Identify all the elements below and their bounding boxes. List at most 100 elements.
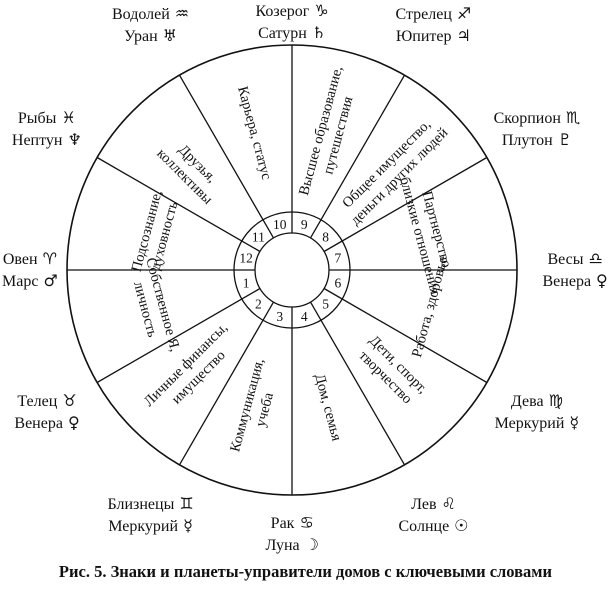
zodiac-sign-name: Овен <box>2 251 38 268</box>
zodiac-sign: Водолей♒ <box>112 3 189 25</box>
sign-planet-label: Рыбы♓Нептун♆ <box>12 107 82 151</box>
sign-planet-label: Скорпион♏Плутон♇ <box>494 107 581 151</box>
zodiac-sign-name: Стрелец <box>395 5 452 23</box>
ruling-planet: Луна☽ <box>266 534 319 556</box>
house-number: 8 <box>322 229 329 244</box>
zodiac-sign-name: Телец <box>17 392 58 410</box>
house-keyword: Дом, семья <box>311 372 344 443</box>
house-cusp-line <box>178 74 275 239</box>
house-keyword: Карьера, статус <box>234 85 274 182</box>
ruling-planet-name: Марс <box>2 273 39 290</box>
sign-planet-label: Телец♉Венера♀ <box>14 390 79 434</box>
ruling-planet: Венера♀ <box>14 412 79 434</box>
house-number: 2 <box>255 297 262 312</box>
zodiac-sign-name: Скорпион <box>493 109 561 127</box>
ruling-planet: Венера♀ <box>543 270 608 292</box>
house-cusp-line <box>309 301 406 466</box>
zodiac-sign-name: Дева <box>510 392 544 410</box>
ruling-planet-name: Венера <box>542 273 592 290</box>
zodiac-sign-glyph-icon: ♍ <box>548 390 563 410</box>
zodiac-sign: Телец♉ <box>14 390 79 412</box>
zodiac-sign-glyph-icon: ♓ <box>61 107 76 127</box>
house-number: 9 <box>301 217 308 232</box>
house-keyword-group: Дом, семья <box>311 372 344 443</box>
zodiac-sign-name: Козерог <box>255 3 310 20</box>
zodiac-sign: Козерог♑ <box>256 0 329 22</box>
zodiac-sign-name: Рак <box>270 515 295 532</box>
zodiac-sign: Близнецы♊ <box>108 493 194 515</box>
zodiac-sign: Рак♋ <box>266 512 319 534</box>
planet-glyph-icon: ♄ <box>311 23 327 42</box>
zodiac-sign: Скорпион♏ <box>494 107 581 129</box>
house-cusp-line <box>178 301 275 466</box>
ruling-planet: Солнце☉ <box>399 515 469 537</box>
zodiac-sign-glyph-icon: ♎ <box>588 249 603 268</box>
ruling-planet: Сатурн♄ <box>256 22 329 44</box>
house-number: 5 <box>322 297 329 312</box>
sign-planet-label: Овен♈Марс♂ <box>2 248 58 292</box>
sign-planet-label: Дева♍ Меркурий☿ <box>495 390 580 434</box>
zodiac-sign-glyph-icon: ♉ <box>62 390 77 410</box>
sign-planet-label: Близнецы♊Меркурий☿ <box>108 493 194 537</box>
planet-glyph-icon: ♇ <box>557 129 573 149</box>
zodiac-sign-glyph-icon: ♑ <box>314 1 329 20</box>
planet-glyph-icon: ♂ <box>43 271 58 290</box>
zodiac-sign-name: Весы <box>547 251 584 268</box>
zodiac-sign: Дева♍ <box>495 390 580 412</box>
zodiac-sign: Лев♌ <box>399 493 469 515</box>
planet-glyph-icon: ☿ <box>569 412 580 432</box>
ruling-planet-name: Нептун <box>11 131 63 149</box>
house-number: 11 <box>252 229 265 244</box>
zodiac-sign-name: Водолей <box>112 5 170 23</box>
ruling-planet-name: Уран <box>124 27 158 45</box>
house-number: 4 <box>301 309 308 324</box>
ruling-planet-name: Меркурий <box>494 414 565 432</box>
sign-planet-label: Лев♌Солнце☉ <box>399 493 469 537</box>
planet-glyph-icon: ☉ <box>454 516 469 536</box>
ruling-planet: Юпитер♃ <box>396 25 472 47</box>
ruling-planet: Нептун♆ <box>12 129 82 151</box>
zodiac-sign-glyph-icon: ♌ <box>441 494 456 514</box>
house-keyword-group: Коммуникация,учеба <box>227 357 277 454</box>
zodiac-sign-glyph-icon: ♒ <box>174 3 190 23</box>
house-keyword-group: Высшее образование,путешествия <box>296 64 357 197</box>
zodiac-sign-glyph-icon: ♐ <box>456 3 472 23</box>
house-number: 7 <box>335 251 342 266</box>
zodiac-sign-name: Лев <box>411 496 437 514</box>
sign-planet-label: Весы♎ Венера♀ <box>543 248 608 292</box>
zodiac-sign-glyph-icon: ♋ <box>299 513 314 532</box>
zodiac-sign-name: Близнецы <box>107 496 175 514</box>
ruling-planet: Уран♅ <box>112 25 189 47</box>
figure-caption: Рис. 5. Знаки и планеты-управители домов… <box>58 562 553 581</box>
ruling-planet-name: Солнце <box>398 518 450 536</box>
planet-glyph-icon: ♃ <box>456 25 471 45</box>
planet-glyph-icon: ☽ <box>304 535 319 554</box>
house-number: 6 <box>335 275 342 290</box>
planet-glyph-icon: ♀ <box>67 412 80 432</box>
ruling-planet-name: Плутон <box>501 131 553 149</box>
zodiac-sign-glyph-icon: ♊ <box>179 494 194 514</box>
house-cusp-line <box>309 74 406 239</box>
house-keyword-group: Карьера, статус <box>234 85 274 182</box>
planet-glyph-icon: ☿ <box>183 516 193 536</box>
house-number: 1 <box>243 275 250 290</box>
house-keyword-group: Партнерство,близкие отношения <box>396 175 455 296</box>
ruling-planet: Плутон♇ <box>494 129 581 151</box>
ruling-planet: Меркурий☿ <box>108 515 194 537</box>
ruling-planet: Марс♂ <box>2 270 58 292</box>
house-cusp-line <box>323 287 488 384</box>
sign-planet-label: Козерог♑Сатурн♄ <box>256 0 329 44</box>
house-number: 10 <box>273 217 287 232</box>
planet-glyph-icon: ♆ <box>67 129 82 149</box>
zodiac-sign-name: Рыбы <box>17 109 57 127</box>
house-cusp-line <box>323 156 488 253</box>
inner-circle <box>254 232 330 308</box>
planet-glyph-icon: ♅ <box>162 25 178 45</box>
house-cusp-line <box>96 156 261 253</box>
zodiac-sign-glyph-icon: ♏ <box>565 107 581 127</box>
sign-planet-label: Водолей♒Уран♅ <box>112 3 189 47</box>
ruling-planet-name: Сатурн <box>258 25 307 42</box>
zodiac-sign-glyph-icon: ♈ <box>42 249 57 268</box>
planet-glyph-icon: ♀ <box>596 271 608 290</box>
